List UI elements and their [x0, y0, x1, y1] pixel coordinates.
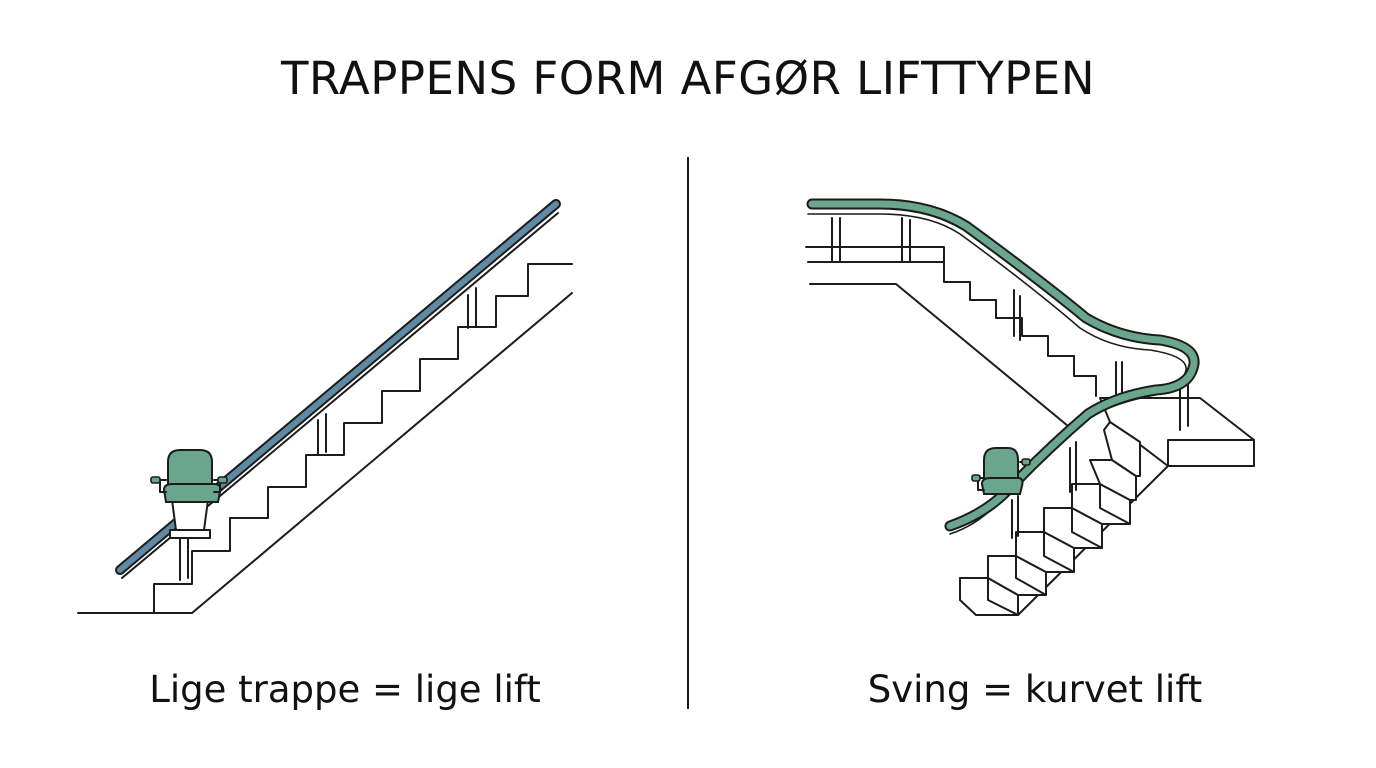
upper-landing — [805, 246, 945, 263]
rail-post — [901, 217, 911, 263]
rail-post — [467, 287, 477, 329]
rail-post — [1115, 361, 1123, 399]
rail-post — [179, 531, 189, 581]
upper-stair-steps — [943, 261, 1097, 397]
panel-divider — [687, 157, 689, 709]
left-caption: Lige trappe = lige lift — [149, 668, 541, 711]
right-caption: Sving = kurvet lift — [867, 668, 1203, 711]
rail-post — [831, 217, 841, 263]
stairlift-chair-icon — [971, 447, 1031, 495]
page-title: TRAPPENS FORM AFGØR LIFTTYPEN — [280, 52, 1096, 105]
rail-post — [1013, 289, 1021, 341]
stair-steps — [153, 263, 573, 614]
rail-post — [317, 413, 327, 456]
upper-stringer — [809, 283, 1069, 427]
lower-stair-steps — [959, 421, 1141, 616]
rail-post — [1069, 441, 1077, 493]
curved-staircase-illustration — [805, 198, 1255, 616]
straight-staircase-illustration — [77, 199, 573, 614]
stair-stringer — [191, 292, 573, 614]
rail-post — [1011, 495, 1019, 539]
curved-rail — [808, 200, 1198, 530]
stairlift-chair-icon — [150, 449, 228, 539]
landing-edge — [1167, 439, 1255, 467]
